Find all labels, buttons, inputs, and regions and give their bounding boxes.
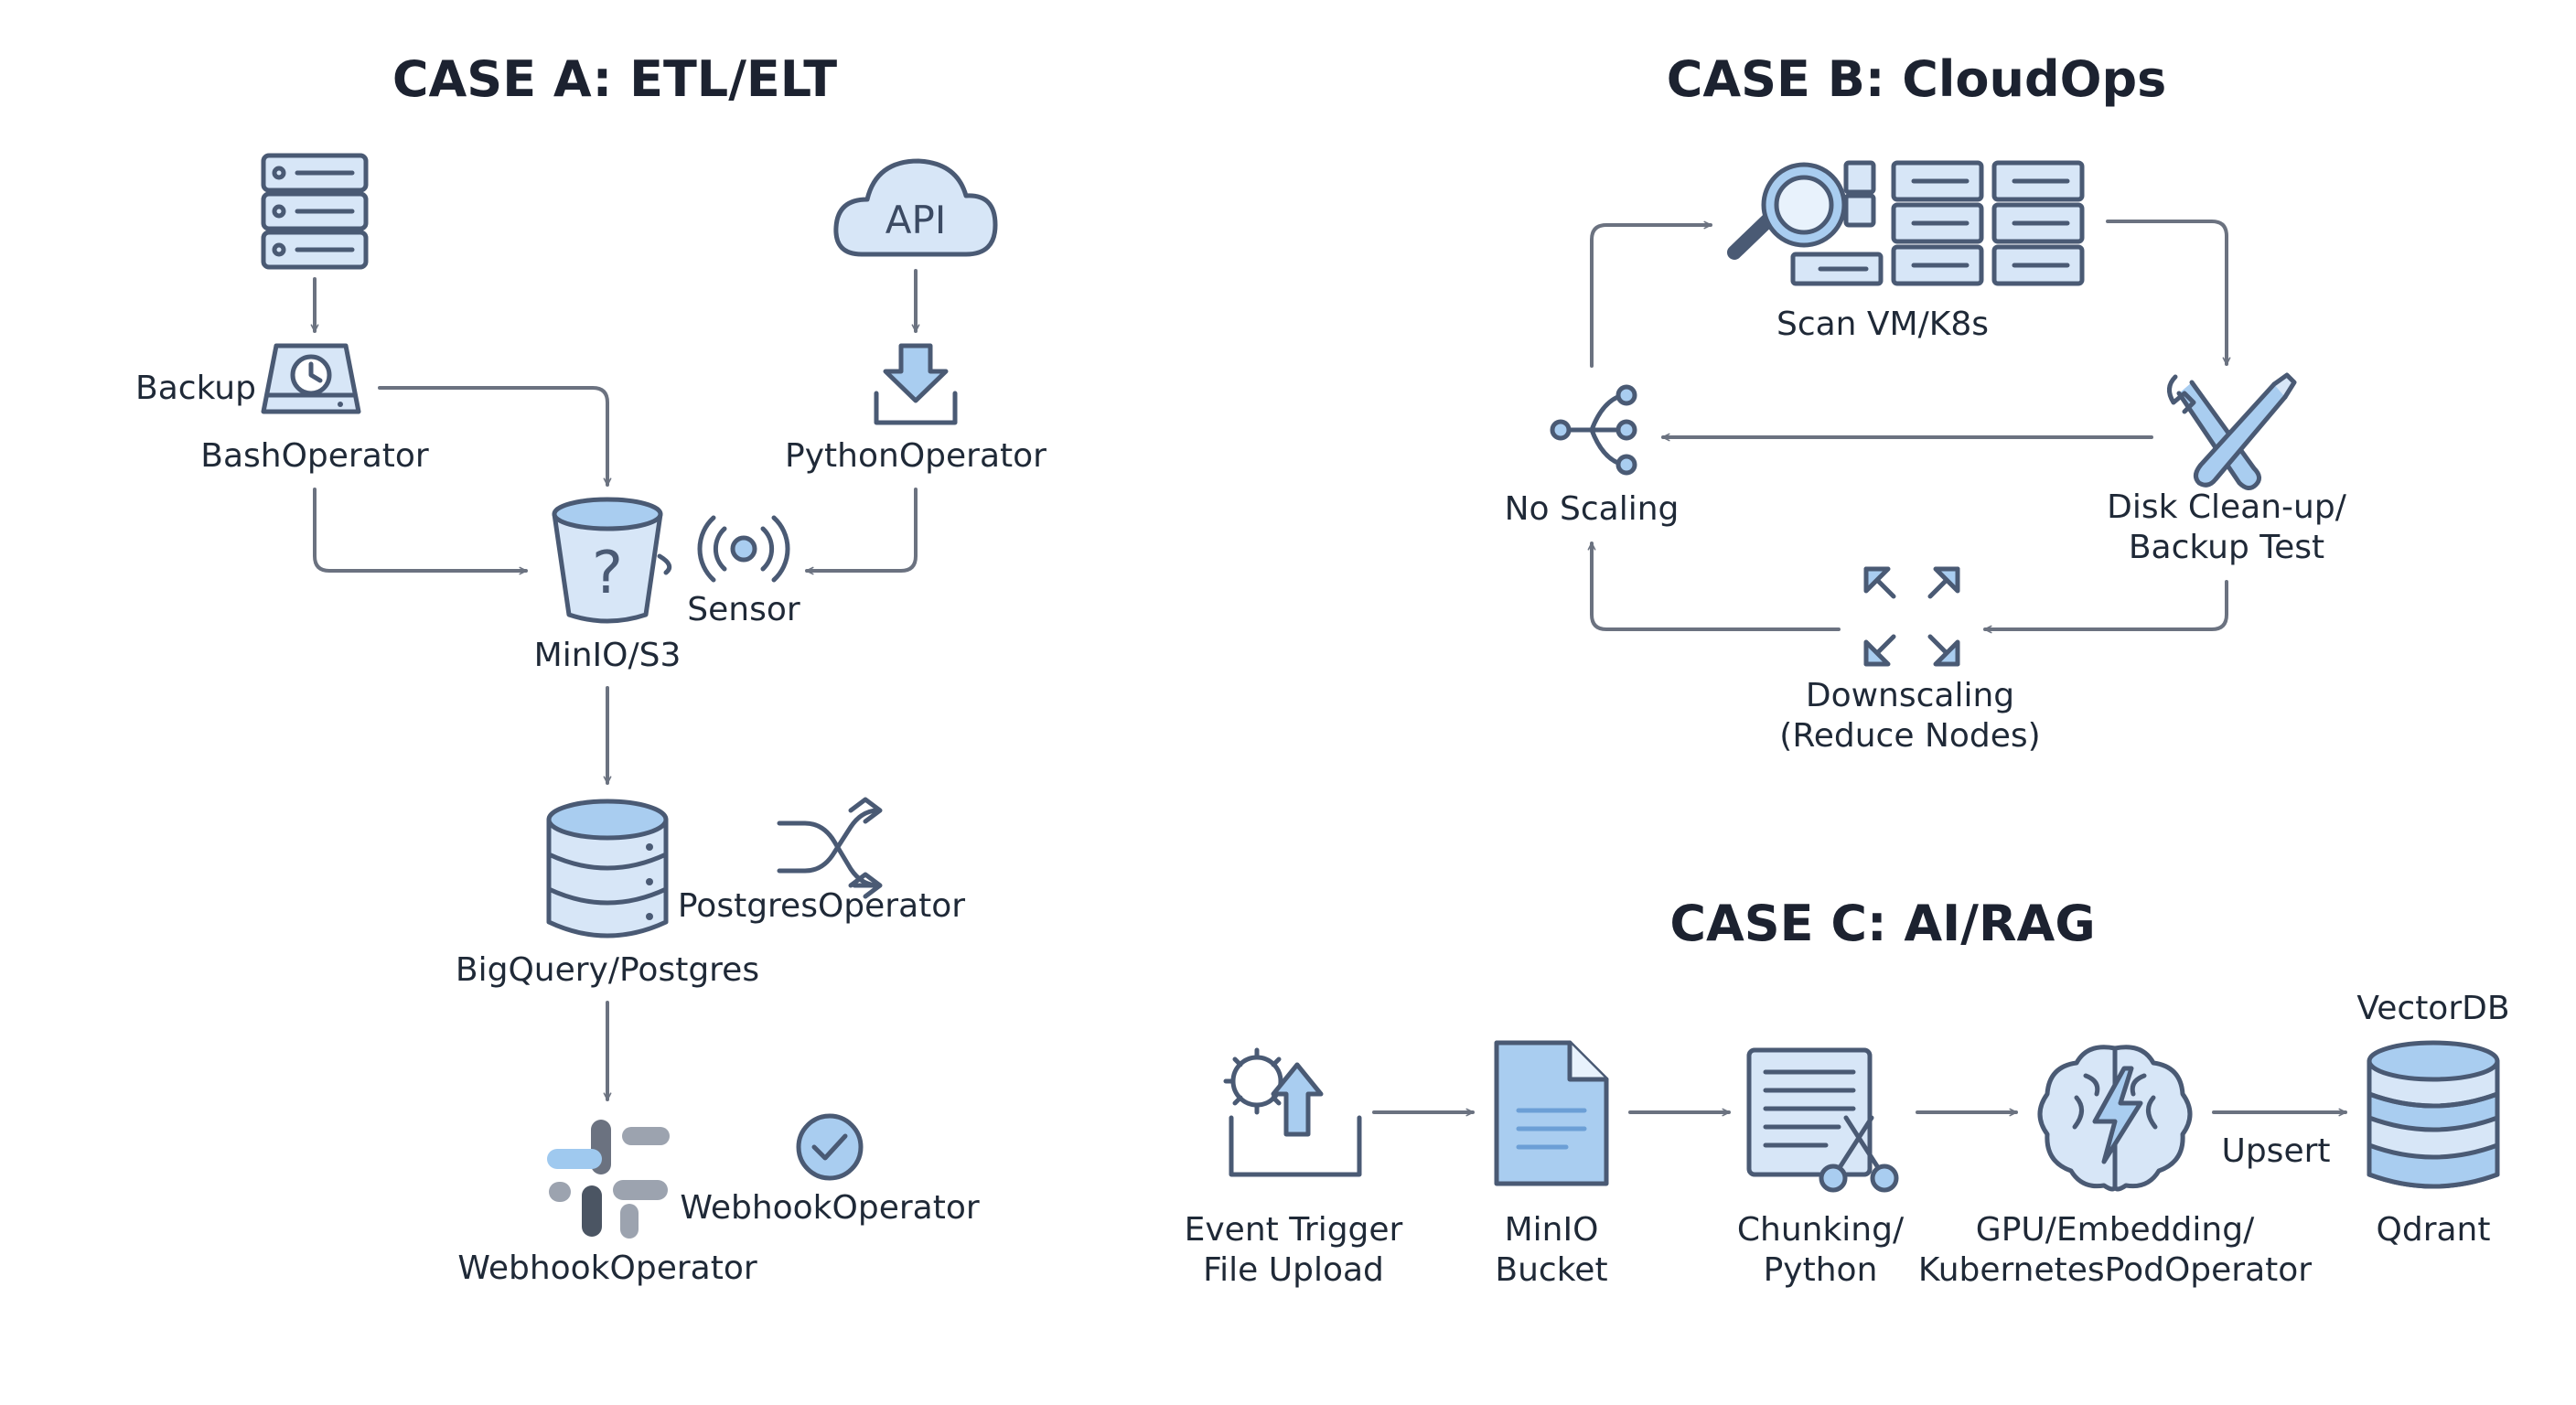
chunking-scissors-icon: [1746, 1047, 1899, 1193]
cloud-api-icon: [833, 158, 998, 257]
vectordb-label: VectorDB: [2356, 990, 2509, 1027]
scan-vm-k8s-label: Scan VM/K8s: [1776, 306, 1989, 343]
python-label: Python: [1764, 1251, 1878, 1289]
scan-magnifier-icon: [1727, 162, 1847, 260]
kubernetes-pod-operator-label: KubernetesPodOperator: [1918, 1251, 2312, 1289]
postgres-operator-label: PostgresOperator: [678, 887, 965, 925]
sensor-label: Sensor: [687, 591, 800, 628]
bucket-label: Bucket: [1495, 1251, 1607, 1289]
download-icon: [874, 343, 958, 425]
slack-icon: [547, 1120, 670, 1239]
bigquery-postgres-label: BigQuery/Postgres: [456, 951, 759, 989]
check-badge-icon: [796, 1113, 864, 1181]
backup-label: Backup: [135, 370, 256, 407]
minio-label: MinIO: [1505, 1211, 1599, 1249]
upsert-label: Upsert: [2221, 1132, 2330, 1170]
webhook-operator-label-right: WebhookOperator: [680, 1189, 980, 1227]
backup-disk-icon: [261, 343, 361, 414]
arrow-python-to-bucket: [805, 488, 918, 575]
arrow-bash-to-bucket: [313, 488, 528, 575]
database-icon: [546, 799, 669, 938]
case-a-title: CASE A: ETL/ELT: [392, 50, 837, 108]
backup-test-label: Backup Test: [2129, 529, 2324, 566]
arrow-disk-to-downscaling: [1983, 580, 2228, 634]
disk-cleanup-label: Disk Clean-up/: [2107, 488, 2347, 526]
qdrant-label: Qdrant: [2377, 1211, 2491, 1249]
minio-s3-label: MinIO/S3: [534, 637, 682, 674]
downscale-arrows-icon: [1863, 566, 1960, 667]
arrow-backup-to-bucket: [378, 386, 612, 487]
sensor-icon: [697, 515, 790, 583]
upload-gear-icon: [1223, 1047, 1362, 1177]
file-upload-label: File Upload: [1203, 1251, 1384, 1289]
api-text: API: [886, 198, 946, 242]
case-c-title: CASE C: AI/RAG: [1669, 895, 2095, 952]
bash-operator-label: BashOperator: [200, 437, 429, 475]
downscaling-label: Downscaling: [1806, 677, 2014, 714]
reduce-nodes-label: (Reduce Nodes): [1779, 717, 2040, 755]
arrow-downscaling-to-noscaling: [1587, 542, 1841, 631]
question-mark-icon: ?: [592, 540, 623, 607]
no-scaling-label: No Scaling: [1505, 490, 1680, 528]
python-operator-label: PythonOperator: [785, 437, 1046, 475]
event-trigger-label: Event Trigger: [1185, 1211, 1403, 1249]
wrench-screwdriver-icon: [2167, 372, 2297, 490]
bucket-icon: [552, 497, 672, 624]
arrow-scan-to-disk: [2106, 220, 2231, 366]
server-stack-icon: [1790, 160, 2085, 286]
network-branch-icon: [1550, 384, 1637, 476]
chunking-label: Chunking/: [1737, 1211, 1905, 1249]
case-b-title: CASE B: CloudOps: [1667, 50, 2167, 108]
vector-database-icon: [2367, 1040, 2500, 1189]
server-rack-icon: [261, 153, 369, 270]
webhook-operator-label: WebhookOperator: [457, 1249, 757, 1287]
shuffle-icon: [777, 797, 883, 899]
brain-lightning-icon: [2037, 1045, 2193, 1192]
document-icon: [1494, 1040, 1609, 1186]
gpu-embedding-label: GPU/Embedding/: [1976, 1211, 2255, 1249]
arrow-noscaling-to-scan: [1590, 220, 1712, 368]
